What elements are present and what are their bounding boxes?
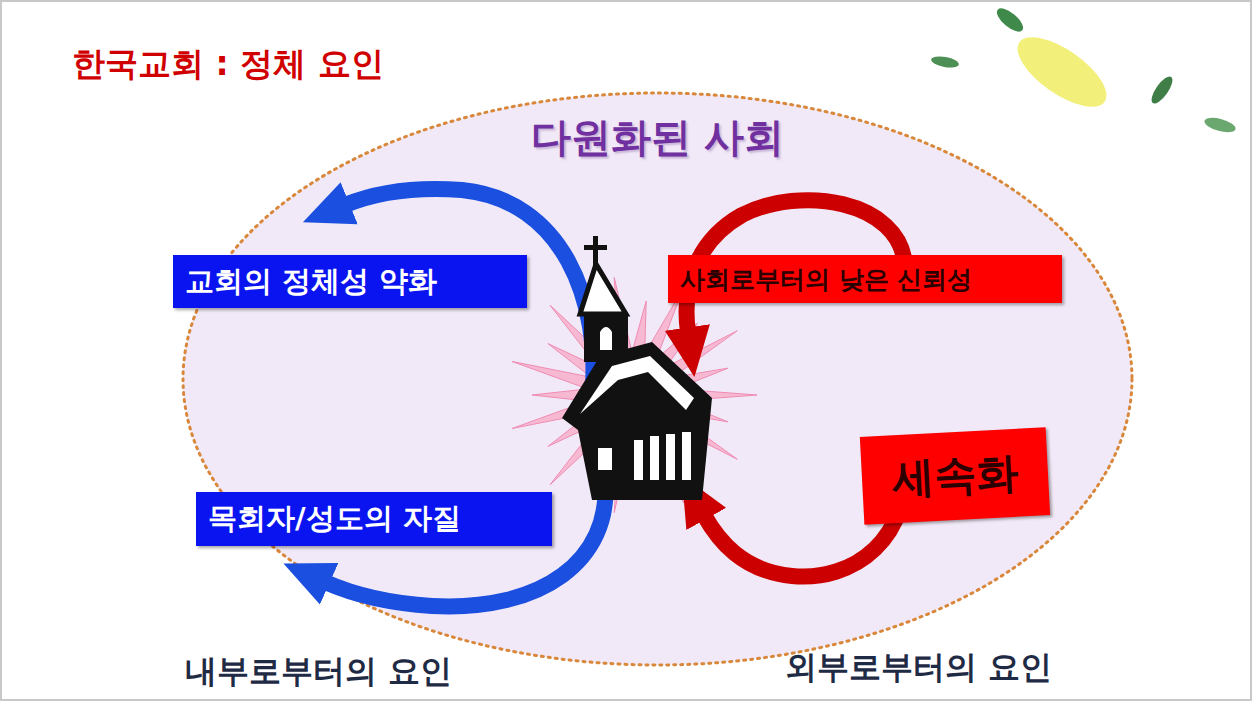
yellow-petal: [1007, 24, 1117, 120]
green-leaf: [1148, 73, 1176, 106]
pink-starburst: [512, 278, 757, 513]
green-leaf: [930, 55, 959, 70]
starburst-shape: [512, 278, 757, 513]
factor-box: 사회로부터의 낮은 신뢰성: [668, 255, 1062, 303]
factor-label: 세속화: [873, 444, 1038, 508]
factor-label: 교회의 정체성 약화: [185, 262, 515, 302]
factor-box: 세속화: [860, 427, 1050, 525]
slide-title: 한국교회 : 정체 요인: [72, 42, 384, 87]
dotted-ellipse: [183, 93, 1132, 665]
factor-label: 사회로부터의 낮은 신뢰성: [680, 263, 1050, 296]
factor-label: 목회자/성도의 자질: [208, 499, 540, 539]
region-heading: 다원화된 사회: [180, 110, 1135, 165]
factor-box: 교회의 정체성 약화: [173, 255, 527, 308]
green-leaf: [993, 4, 1027, 35]
factor-box: 목회자/성도의 자질: [196, 492, 552, 546]
society-ellipse: 다원화된 사회 교회의 정체성 약화 사회로부터의 낮은 신뢰성세속화목회자/성도…: [180, 90, 1135, 668]
green-leaf: [1203, 115, 1237, 135]
side-caption: 내부로부터의 요인: [185, 650, 452, 694]
side-caption: 외부로부터의 요인: [785, 646, 1052, 690]
